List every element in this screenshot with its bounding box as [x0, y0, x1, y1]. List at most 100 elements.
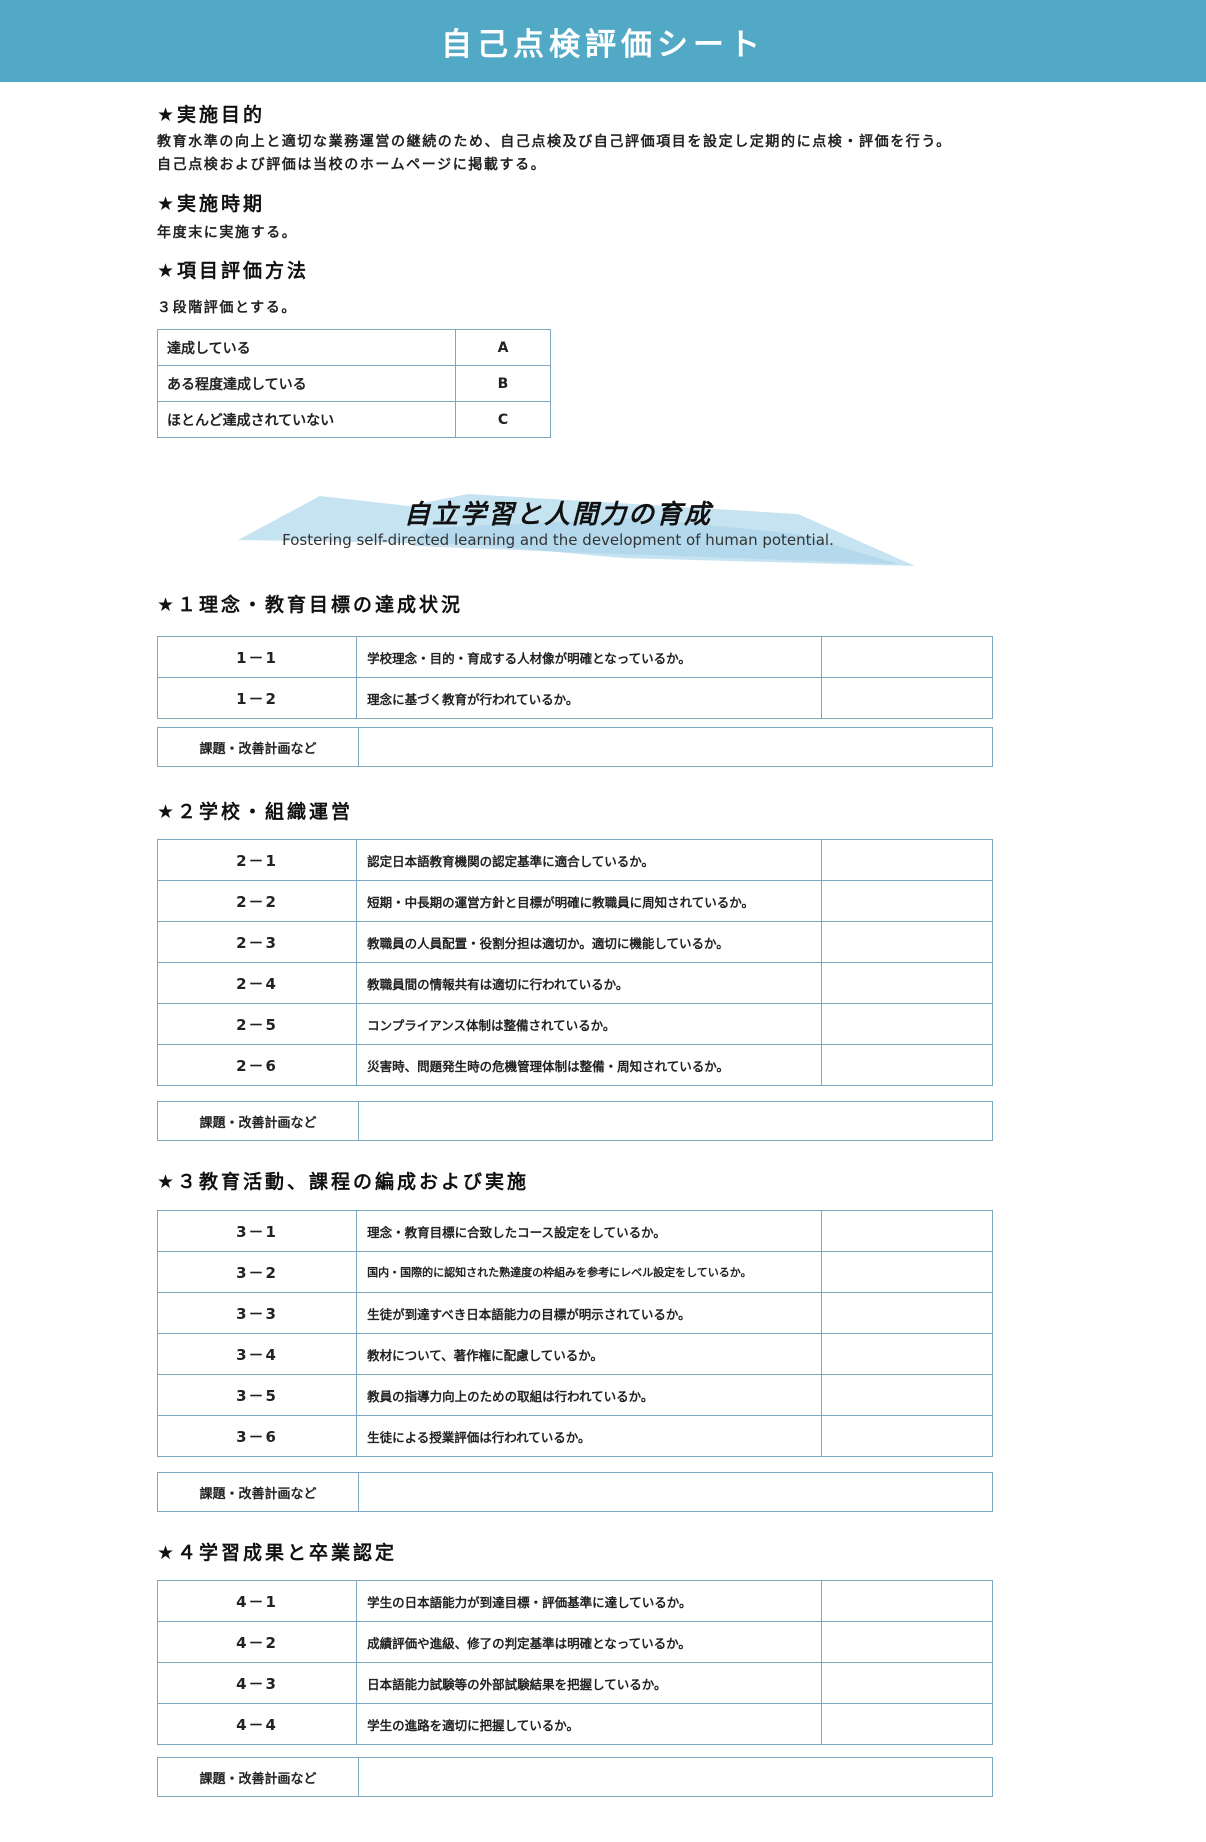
- evaluation-cell[interactable]: [820, 880, 994, 922]
- item-number: 3－2: [156, 1251, 358, 1293]
- item-number: 4－4: [156, 1703, 358, 1745]
- page-title: 自己点検評価シート: [441, 26, 765, 63]
- table-row: 3－2 国内・国際的に認知された熟達度の枠組みを参考にレベル設定をしているか。: [156, 1251, 994, 1293]
- timing-text: 年度末に実施する。: [157, 225, 298, 241]
- item-number: 3－5: [156, 1374, 358, 1416]
- table-row: 4－2 成績評価や進級、修了の判定基準は明確となっているか。: [156, 1621, 994, 1663]
- item-question: 認定日本語教育機関の認定基準に適合しているか。: [356, 839, 822, 881]
- issues-label: 課題・改善計画など: [157, 727, 359, 767]
- table-row: 2－1 認定日本語教育機関の認定基準に適合しているか。: [156, 839, 994, 881]
- evaluation-cell[interactable]: [820, 1333, 994, 1375]
- table-row: 3－1 理念・教育目標に合致したコース設定をしているか。: [156, 1210, 994, 1252]
- evaluation-cell[interactable]: [820, 1415, 994, 1457]
- issues-row: 課題・改善計画など: [157, 1101, 993, 1141]
- item-question: 短期・中長期の運営方針と目標が明確に教職員に周知されているか。: [356, 880, 822, 922]
- scale-label: ほとんど達成されていない: [157, 401, 456, 438]
- table-row: 3－6 生徒による授業評価は行われているか。: [156, 1415, 994, 1457]
- issues-row: 課題・改善計画など: [157, 1757, 993, 1797]
- item-question: 学生の進路を適切に把握しているか。: [356, 1703, 822, 1745]
- evaluation-cell[interactable]: [820, 921, 994, 963]
- scale-row-b: ある程度達成している B: [157, 365, 551, 402]
- section-2-heading: ★２学校・組織運営: [157, 801, 354, 823]
- item-number: 2－5: [156, 1003, 358, 1045]
- header-bar: 自己点検評価シート: [0, 0, 1206, 82]
- table-row: 2－3 教職員の人員配置・役割分担は適切か。適切に機能しているか。: [156, 921, 994, 963]
- evaluation-cell[interactable]: [820, 1292, 994, 1334]
- banner-graphic: [238, 494, 915, 566]
- evaluation-cell[interactable]: [820, 1621, 994, 1663]
- scale-row-a: 達成している A: [157, 329, 551, 366]
- item-question: コンプライアンス体制は整備されているか。: [356, 1003, 822, 1045]
- evaluation-cell[interactable]: [820, 1251, 994, 1293]
- scale-grade: B: [455, 365, 551, 402]
- evaluation-cell[interactable]: [820, 1580, 994, 1622]
- issues-field[interactable]: [358, 727, 993, 767]
- issues-row: 課題・改善計画など: [157, 1472, 993, 1512]
- table-row: 4－3 日本語能力試験等の外部試験結果を把握しているか。: [156, 1662, 994, 1704]
- item-question: 学校理念・目的・育成する人材像が明確となっているか。: [356, 636, 822, 678]
- evaluation-cell[interactable]: [820, 839, 994, 881]
- item-question: 教職員の人員配置・役割分担は適切か。適切に機能しているか。: [356, 921, 822, 963]
- method-heading: ★項目評価方法: [157, 260, 310, 282]
- section-3-table: 3－1 理念・教育目標に合致したコース設定をしているか。 3－2 国内・国際的に…: [156, 1210, 994, 1457]
- scale-grade: C: [455, 401, 551, 438]
- evaluation-cell[interactable]: [820, 962, 994, 1004]
- item-question: 生徒による授業評価は行われているか。: [356, 1415, 822, 1457]
- scale-table: 達成している A ある程度達成している B ほとんど達成されていない C: [157, 329, 551, 438]
- issues-label: 課題・改善計画など: [157, 1472, 359, 1512]
- item-question: 国内・国際的に認知された熟達度の枠組みを参考にレベル設定をしているか。: [356, 1251, 822, 1293]
- item-number: 4－3: [156, 1662, 358, 1704]
- section-2-issues: 課題・改善計画など: [157, 1101, 993, 1141]
- issues-field[interactable]: [358, 1757, 993, 1797]
- item-question: 学生の日本語能力が到達目標・評価基準に達しているか。: [356, 1580, 822, 1622]
- evaluation-cell[interactable]: [820, 1003, 994, 1045]
- item-number: 4－2: [156, 1621, 358, 1663]
- item-question: 日本語能力試験等の外部試験結果を把握しているか。: [356, 1662, 822, 1704]
- issues-field[interactable]: [358, 1472, 993, 1512]
- item-question: 教材について、著作権に配慮しているか。: [356, 1333, 822, 1375]
- evaluation-cell[interactable]: [820, 636, 994, 678]
- item-number: 2－3: [156, 921, 358, 963]
- issues-field[interactable]: [358, 1101, 993, 1141]
- evaluation-cell[interactable]: [820, 1374, 994, 1416]
- table-row: 3－3 生徒が到達すべき日本語能力の目標が明示されているか。: [156, 1292, 994, 1334]
- section-1-table: 1－1 学校理念・目的・育成する人材像が明確となっているか。 1－2 理念に基づ…: [156, 636, 994, 719]
- section-4-issues: 課題・改善計画など: [157, 1757, 993, 1797]
- evaluation-cell[interactable]: [820, 1044, 994, 1086]
- item-question: 理念に基づく教育が行われているか。: [356, 677, 822, 719]
- evaluation-cell[interactable]: [820, 1210, 994, 1252]
- item-question: 理念・教育目標に合致したコース設定をしているか。: [356, 1210, 822, 1252]
- item-question: 生徒が到達すべき日本語能力の目標が明示されているか。: [356, 1292, 822, 1334]
- issues-label: 課題・改善計画など: [157, 1101, 359, 1141]
- section-4-heading: ★４学習成果と卒業認定: [157, 1542, 398, 1564]
- table-row: 2－4 教職員間の情報共有は適切に行われているか。: [156, 962, 994, 1004]
- banner-title: 自立学習と人間力の育成: [403, 500, 712, 530]
- item-number: 2－2: [156, 880, 358, 922]
- item-number: 2－1: [156, 839, 358, 881]
- section-3-heading: ★３教育活動、課程の編成および実施: [157, 1171, 530, 1193]
- issues-label: 課題・改善計画など: [157, 1757, 359, 1797]
- table-row: 4－4 学生の進路を適切に把握しているか。: [156, 1703, 994, 1745]
- item-question: 教員の指導力向上のための取組は行われているか。: [356, 1374, 822, 1416]
- section-2-table: 2－1 認定日本語教育機関の認定基準に適合しているか。 2－2 短期・中長期の運…: [156, 839, 994, 1086]
- evaluation-cell[interactable]: [820, 1703, 994, 1745]
- evaluation-cell[interactable]: [820, 677, 994, 719]
- method-text: ３段階評価とする。: [157, 300, 297, 316]
- scale-label: 達成している: [157, 329, 456, 366]
- scale-grade: A: [455, 329, 551, 366]
- item-number: 3－1: [156, 1210, 358, 1252]
- item-number: 1－2: [156, 677, 358, 719]
- section-4-table: 4－1 学生の日本語能力が到達目標・評価基準に達しているか。 4－2 成績評価や…: [156, 1580, 994, 1745]
- scale-label: ある程度達成している: [157, 365, 456, 402]
- purpose-heading: ★実施目的: [157, 104, 266, 126]
- item-number: 4－1: [156, 1580, 358, 1622]
- item-number: 3－4: [156, 1333, 358, 1375]
- timing-heading: ★実施時期: [157, 193, 266, 215]
- table-row: 1－1 学校理念・目的・育成する人材像が明確となっているか。: [156, 636, 994, 678]
- table-row: 2－5 コンプライアンス体制は整備されているか。: [156, 1003, 994, 1045]
- evaluation-cell[interactable]: [820, 1662, 994, 1704]
- table-row: 2－2 短期・中長期の運営方針と目標が明確に教職員に周知されているか。: [156, 880, 994, 922]
- section-3-issues: 課題・改善計画など: [157, 1472, 993, 1512]
- item-question: 災害時、問題発生時の危機管理体制は整備・周知されているか。: [356, 1044, 822, 1086]
- banner-subtitle: Fostering self-directed learning and the…: [282, 531, 834, 549]
